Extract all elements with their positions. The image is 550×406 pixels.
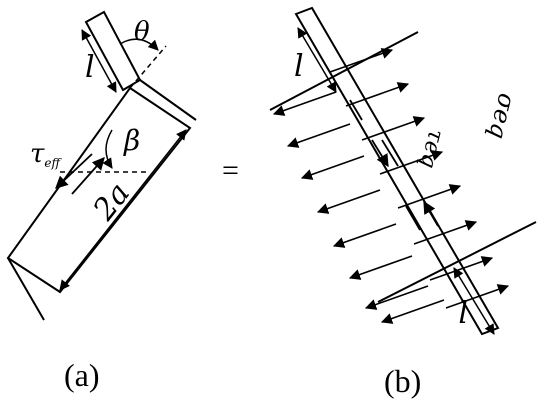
tau-eq-mark-4 — [423, 200, 439, 227]
label-tau-subscript: eff — [44, 156, 62, 170]
lower-cross-line — [377, 221, 537, 303]
panel-a — [6, 10, 197, 321]
label-l-bottom-b: l — [458, 292, 468, 327]
label-tau-eff: τeff — [30, 139, 62, 170]
sigma-arrow-right — [397, 184, 462, 209]
sigma-arrow-left — [316, 189, 381, 214]
label-beta: β — [123, 124, 140, 157]
theta-arc — [119, 38, 159, 51]
2a-dimension-arrow — [59, 129, 187, 291]
long-slit — [294, 6, 500, 336]
sigma-arrow-left — [348, 255, 413, 280]
sigma-arrow-left — [332, 223, 397, 248]
caption-b: (b) — [384, 363, 421, 399]
tau-eff-arrow-lower — [55, 153, 93, 189]
boundary-top-right — [139, 79, 197, 121]
sigma-arrow-left — [286, 123, 351, 148]
boundary-bottom-left — [7, 257, 45, 321]
panel-b — [269, 6, 537, 336]
label-sigma-eq: σeq — [483, 91, 521, 142]
sigma-eq-arrows-right — [329, 48, 510, 309]
sigma-arrow-right — [379, 150, 444, 175]
l-top-dimension — [297, 27, 337, 93]
tau-eq-mark-5 — [381, 139, 399, 167]
sigma-arrow-right — [345, 82, 410, 107]
l-dimension-arrow — [81, 29, 117, 93]
tau-eq-mark-2 — [371, 139, 389, 168]
caption-a: (a) — [64, 357, 100, 393]
sigma-arrow-right — [445, 284, 510, 309]
beta-arc — [102, 129, 113, 169]
label-tau: τ — [30, 139, 45, 169]
equals-sign: = — [222, 154, 239, 187]
upper-cross-line — [269, 31, 419, 111]
l-bottom-dimension — [453, 267, 495, 335]
label-l-top-b: l — [294, 49, 304, 84]
tau-eq-mark-3 — [405, 205, 421, 231]
sigma-arrow-right — [413, 220, 478, 245]
sigma-arrow-left — [272, 91, 337, 116]
label-l-a: l — [85, 50, 95, 85]
sigma-arrow-right — [361, 116, 426, 141]
label-theta: θ — [134, 17, 150, 47]
theta-reference-dashed — [129, 45, 167, 89]
label-tau-eq: τeq — [415, 127, 449, 171]
label-2a: 2a — [86, 176, 137, 227]
sigma-arrow-right — [429, 256, 494, 281]
sigma-arrow-right — [329, 48, 394, 73]
sigma-eq-arrows-left — [272, 91, 445, 324]
sigma-arrow-left — [300, 155, 365, 180]
main-crack-rectangle — [6, 86, 192, 294]
sigma-arrow-left — [380, 299, 445, 324]
sigma-arrow-left — [364, 285, 429, 310]
